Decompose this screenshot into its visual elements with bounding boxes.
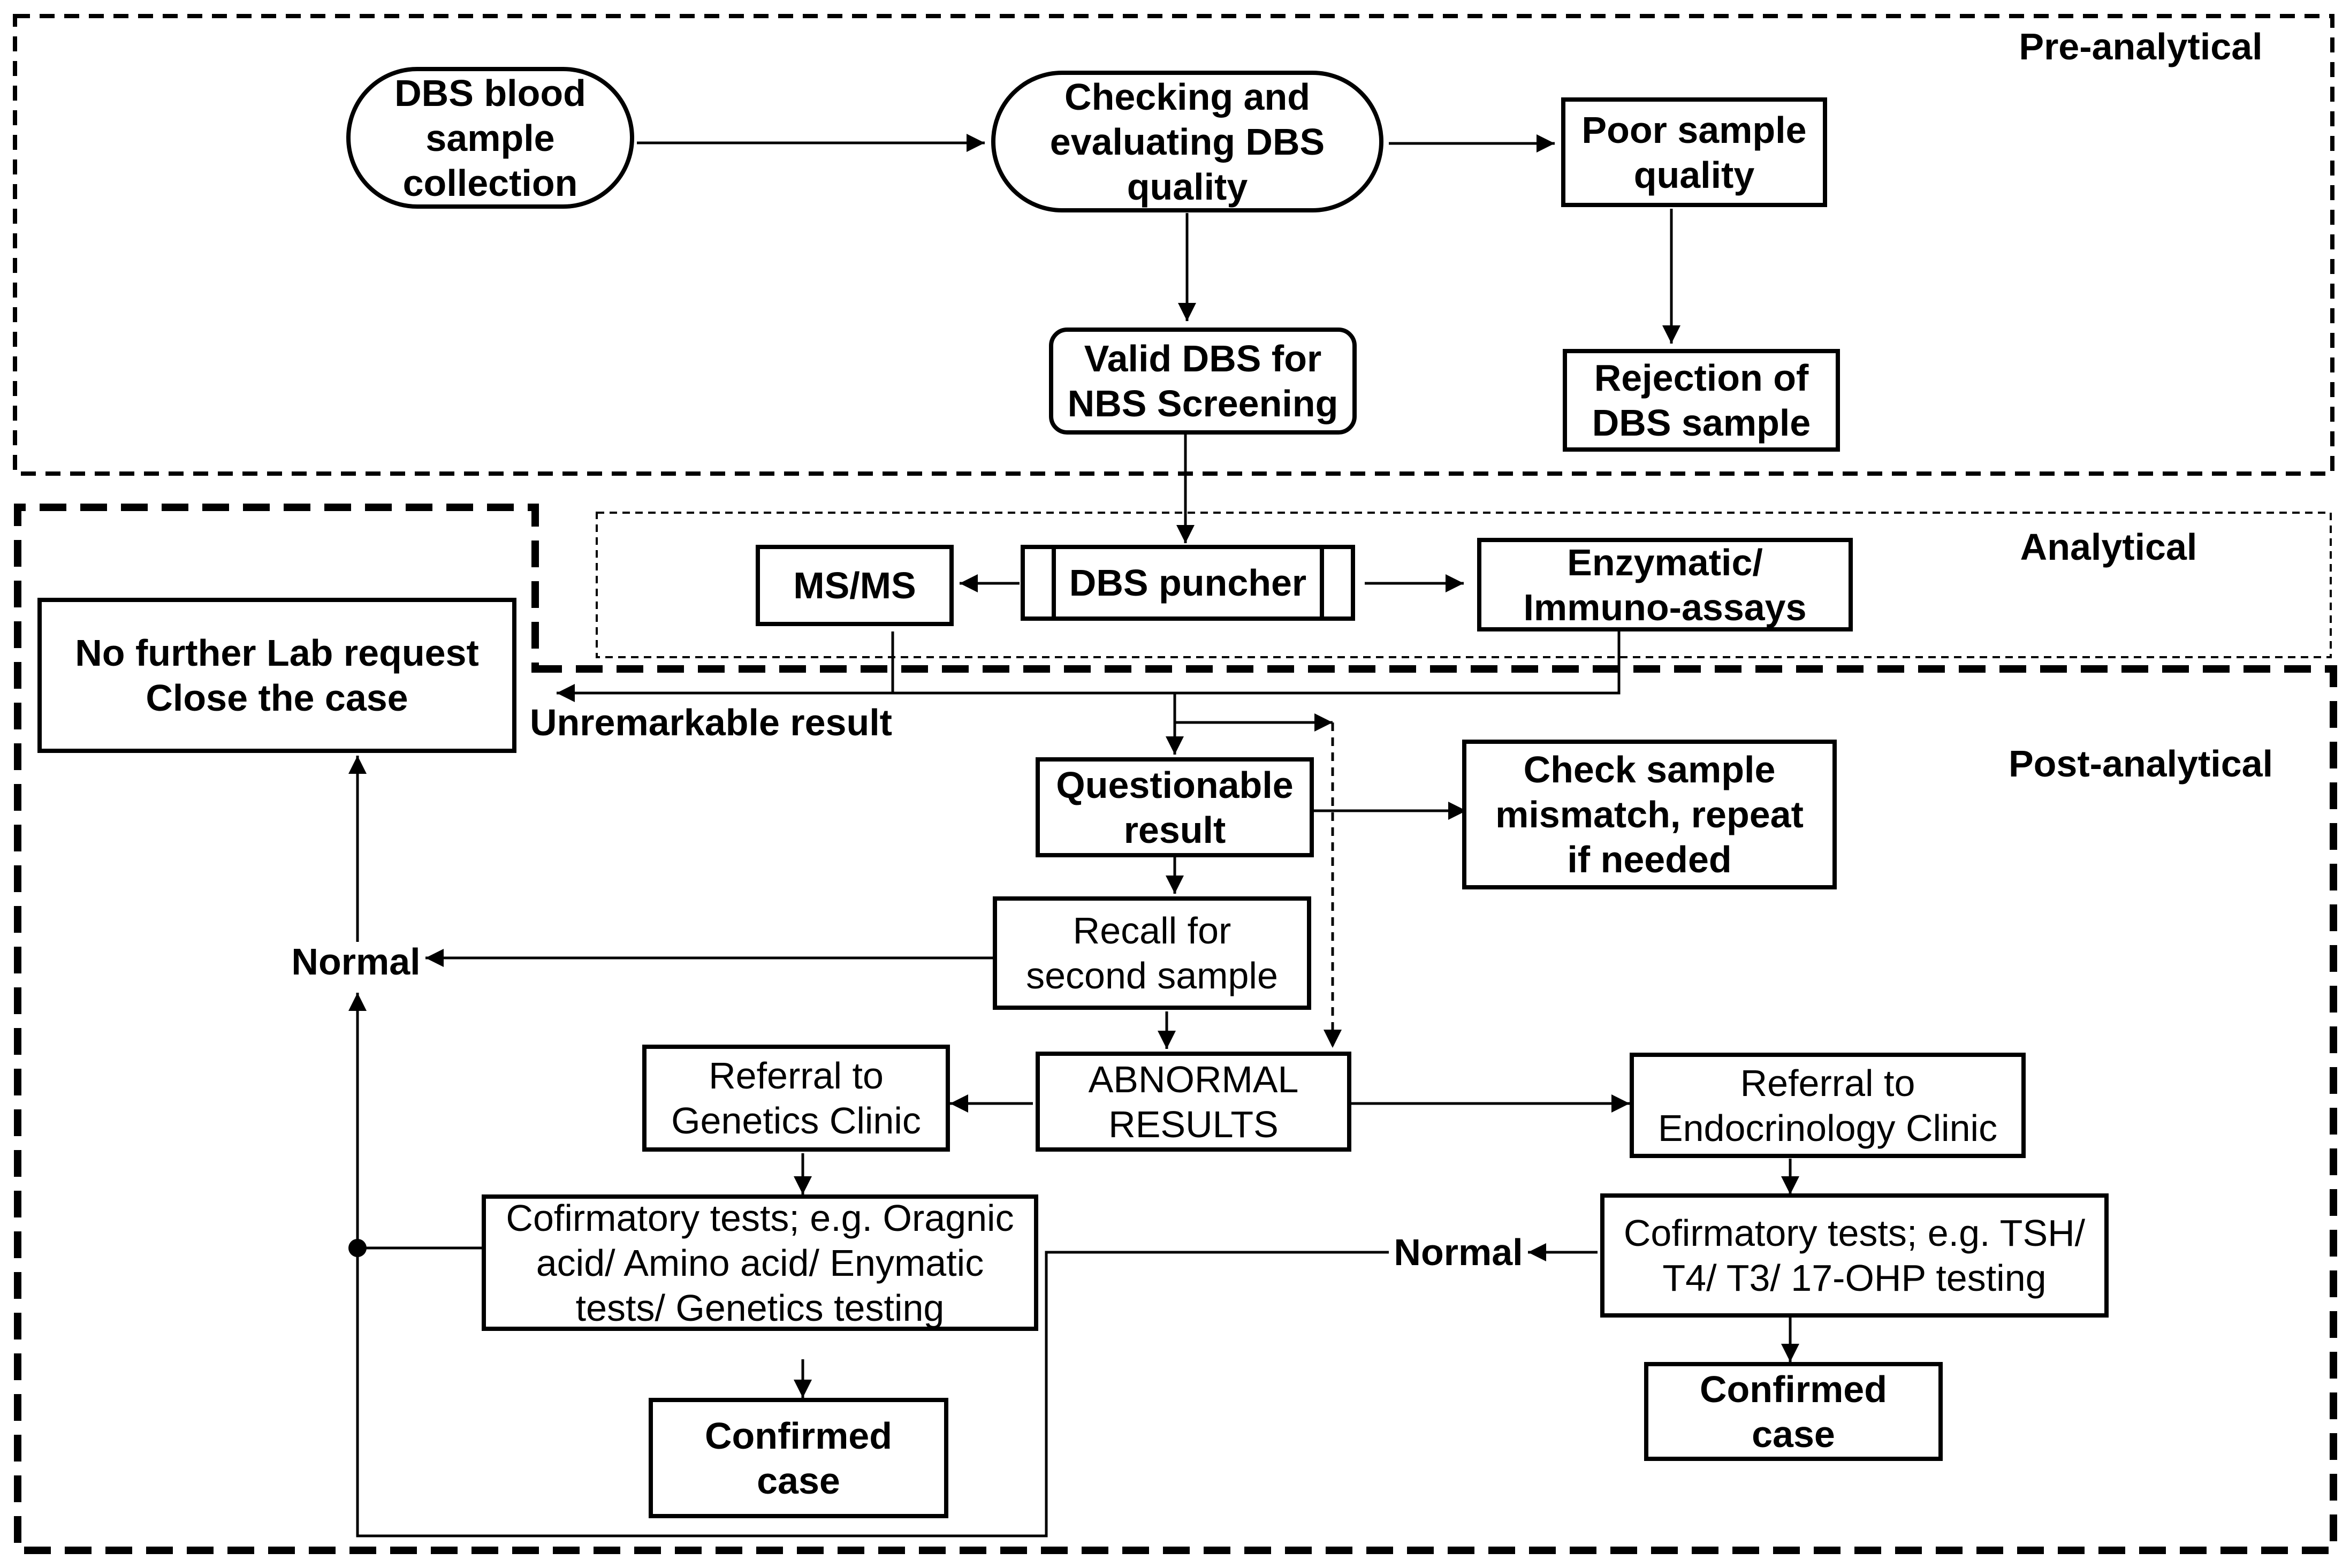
node-poor-sample-quality: Poor sample quality: [1561, 97, 1827, 207]
node-referral-genetics: Referral to Genetics Clinic: [642, 1045, 950, 1152]
node-check-mismatch: Check sample mismatch, repeat if needed: [1462, 740, 1837, 889]
node-confirmatory-tests-endocrine: Cofirmatory tests; e.g. TSH/ T4/ T3/ 17-…: [1600, 1193, 2109, 1318]
node-dbs-collection: DBS blood sample collection: [346, 67, 634, 209]
node-recall-second-sample: Recall for second sample: [993, 896, 1311, 1010]
section-title-post-analytical: Post-analytical: [2008, 743, 2273, 785]
junction-dot: [348, 1239, 367, 1257]
node-questionable-result: Questionable result: [1036, 757, 1314, 857]
analytical-frame: [596, 512, 2332, 658]
node-referral-endocrinology: Referral to Endocrinology Clinic: [1630, 1053, 2026, 1158]
pre-analytical-frame: [13, 14, 2334, 476]
section-title-analytical: Analytical: [2020, 526, 2197, 568]
node-enzymatic: Enzymatic/ Immuno-assays: [1477, 538, 1853, 631]
node-confirmatory-tests-genetics: Cofirmatory tests; e.g. Oragnic acid/ Am…: [482, 1194, 1038, 1331]
node-confirmed-case-left: Confirmed case: [649, 1398, 948, 1518]
node-no-further-request: No further Lab request Close the case: [37, 598, 516, 753]
section-title-pre-analytical: Pre-analytical: [2019, 26, 2263, 67]
node-valid-dbs: Valid DBS for NBS Screening: [1049, 328, 1357, 435]
line-normal-right-loop: [356, 1248, 1389, 1537]
label-normal-left: Normal: [291, 941, 421, 983]
puncher-right-bar: [1320, 549, 1324, 616]
post-analytical-frame: [14, 504, 2337, 1554]
node-msms: MS/MS: [756, 545, 954, 626]
node-abnormal-results: ABNORMAL RESULTS: [1036, 1052, 1351, 1152]
line-enzymatic-result: [1175, 631, 1621, 695]
label-normal-right: Normal: [1394, 1231, 1523, 1273]
label-unremarkable-result: Unremarkable result: [530, 702, 892, 743]
puncher-left-bar: [1052, 549, 1056, 616]
node-rejection: Rejection of DBS sample: [1563, 349, 1840, 452]
node-dbs-puncher: DBS puncher: [1021, 545, 1355, 621]
node-checking-quality: Checking and evaluating DBS quality: [991, 71, 1383, 212]
node-confirmed-case-right: Confirmed case: [1644, 1362, 1943, 1461]
